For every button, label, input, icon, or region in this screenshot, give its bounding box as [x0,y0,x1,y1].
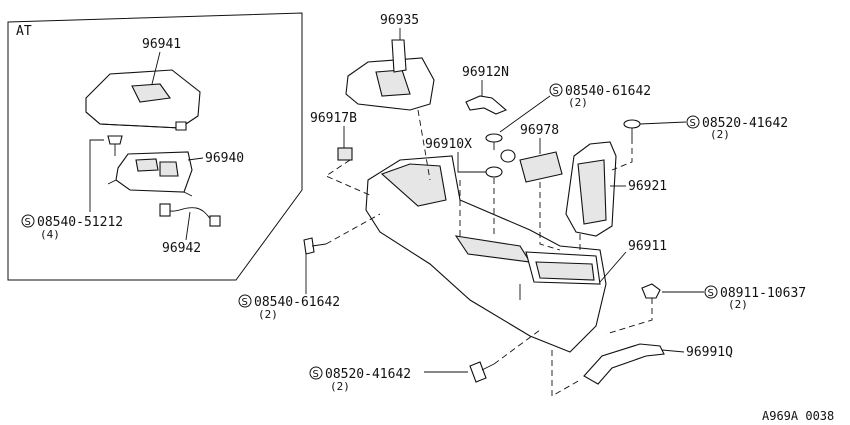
screw-symbol-s6: S [313,369,319,380]
screw-code-s5: 08911-10637 [720,286,806,301]
screw-qty-s6: (2) [330,380,350,393]
screw-symbol-s5: S [708,288,714,299]
leader-96991Q [661,349,685,353]
part-96917B-drawing [337,147,353,161]
part-96942-label: 96942 [162,241,201,256]
part-96941-drawing [85,69,201,131]
part-96935-label: 96935 [380,13,419,28]
nut-s5-drawing [641,283,661,299]
part-96910X-drawing [485,149,516,178]
part-96942-drawing [159,203,221,227]
part-96911-label: 96911 [628,239,667,254]
part-96921-drawing [565,141,617,237]
leader-s3 [639,121,687,125]
screw-s4-drawing [303,237,327,255]
screw-symbol-s3: S [690,118,696,129]
screw-symbol-s4: S [242,297,248,308]
screw-qty-s3: (2) [710,128,730,141]
part-96978-label: 96978 [520,123,559,138]
screw-symbol-s1: S [25,217,31,228]
screw-code-s4: 08540-61642 [254,295,340,310]
inset-frame [7,12,303,281]
leader-96910X [457,152,486,173]
leader-s1 [89,139,104,212]
screw-code-s1: 08540-51212 [37,215,123,230]
leader-96911 [599,251,627,283]
screw-qty-s5: (2) [728,298,748,311]
part-96941-label: 96941 [142,37,181,52]
leader-96942 [185,211,191,241]
screw-code-s3: 08520-41642 [702,116,788,131]
part-96911-drawing [365,155,607,353]
screw-qty-s4: (2) [258,308,278,321]
part-96935-drawing [345,39,435,111]
inset-screw [107,135,123,156]
part-96921-label: 96921 [628,179,667,194]
diagram-reference: A969A 0038 [762,409,834,423]
screw-s3-drawing [623,119,641,138]
assembly-lines [325,109,653,397]
part-96917B-label: 96917B [310,111,357,126]
screw-s6-drawing [469,361,495,383]
screw-code-s2: 08540-61642 [565,84,651,99]
leader-96941 [151,51,161,85]
part-96978-drawing [519,151,563,183]
screw-symbol-s2: S [553,86,559,97]
part-96940-label: 96940 [205,151,244,166]
screw-s2-drawing [485,133,503,150]
screw-code-s6: 08520-41642 [325,367,411,382]
screw-qty-s2: (2) [568,96,588,109]
screw-qty-s1: (4) [40,228,60,241]
leader-96940 [187,157,204,161]
part-96940-drawing [107,151,193,197]
part-96912N-drawing [465,95,508,115]
part-96991Q-drawing [583,343,665,385]
part-96910X-label: 96910X [425,137,472,152]
inset-label: AT [16,24,32,39]
leader-s2 [499,95,551,133]
part-96912N-label: 96912N [462,65,509,80]
part-96991Q-label: 96991Q [686,345,733,360]
